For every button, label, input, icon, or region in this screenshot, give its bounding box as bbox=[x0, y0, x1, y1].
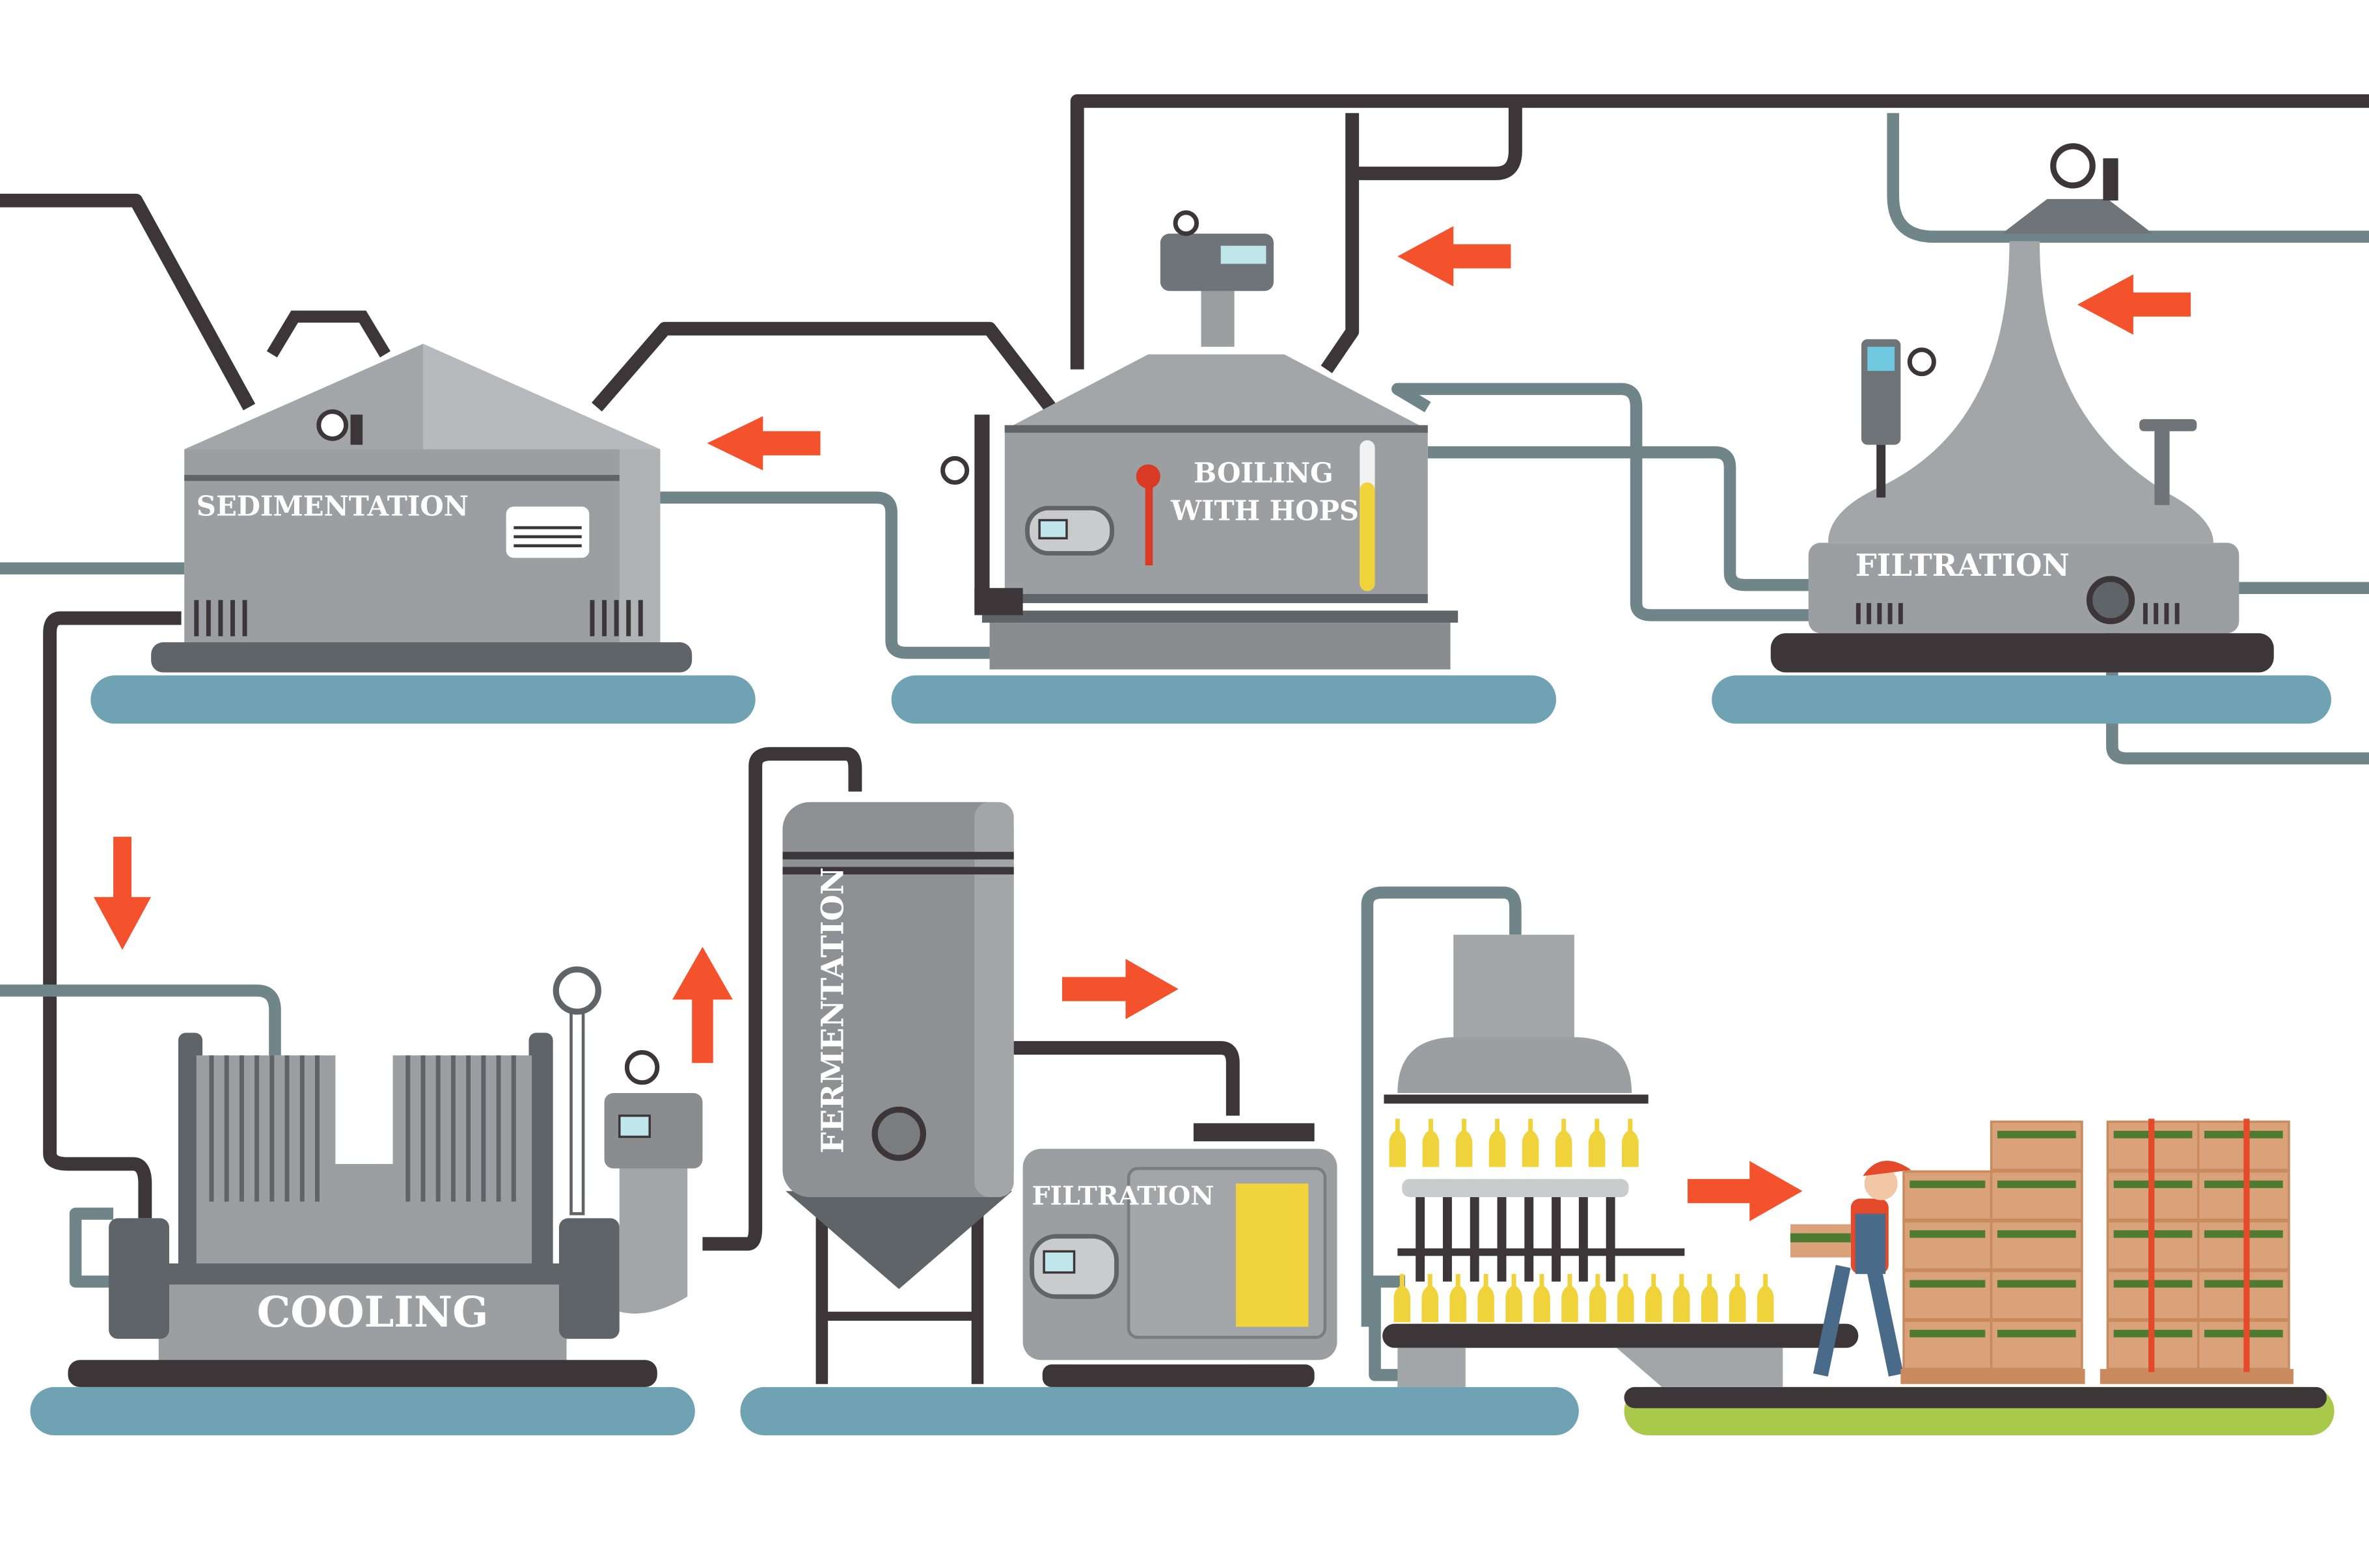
bottle-icon bbox=[1589, 1274, 1606, 1323]
stage-label-sedimentation: SEDIMENTATION bbox=[197, 491, 469, 522]
bottle-icon bbox=[1729, 1274, 1746, 1323]
crate-label bbox=[1997, 1280, 2076, 1288]
crate-icon bbox=[1990, 1170, 2083, 1221]
bottling-machine bbox=[1382, 934, 1859, 1387]
crate-icon bbox=[1902, 1220, 1993, 1271]
crate-icon bbox=[1902, 1319, 1993, 1370]
worker-icon bbox=[1790, 1161, 1911, 1377]
stage-label-boiling-line2: WITH HOPS bbox=[1170, 495, 1359, 527]
crate-icon bbox=[1902, 1269, 1993, 1321]
stage-label-cooling: COOLING bbox=[257, 1288, 489, 1337]
stage-label-boiling-line1: BOILING bbox=[1194, 457, 1334, 489]
pallets bbox=[1900, 1369, 2294, 1385]
bottle-icon bbox=[1533, 1274, 1550, 1323]
flow-arrows bbox=[93, 226, 2191, 1222]
bottle-icon bbox=[1393, 1274, 1411, 1323]
bottle-icon bbox=[1455, 1118, 1473, 1167]
straps bbox=[2148, 1118, 2250, 1372]
filtration-unit: FILTRATION bbox=[1022, 1123, 1337, 1387]
crate-icon bbox=[1990, 1269, 2083, 1321]
control-panel-icon bbox=[604, 1050, 703, 1169]
crate-label bbox=[1997, 1329, 2076, 1338]
arrow-left-icon bbox=[2077, 274, 2191, 335]
bottle-icon bbox=[1421, 1274, 1438, 1323]
crate-label bbox=[1910, 1180, 1986, 1189]
boiling-kettle: BOILING WITH HOPS bbox=[940, 210, 1458, 669]
bottle-icon bbox=[1505, 1274, 1522, 1323]
arrow-left-icon bbox=[1397, 226, 1511, 287]
stage-label-filtration-top: FILTRATION bbox=[1855, 547, 2070, 583]
bottle-row-bottom bbox=[1393, 1274, 1774, 1323]
bottle-icon bbox=[1389, 1118, 1406, 1167]
bottle-icon bbox=[1673, 1274, 1690, 1323]
arrow-down-icon bbox=[93, 837, 152, 950]
crate-icon bbox=[1990, 1220, 2083, 1271]
crate-icon bbox=[1902, 1170, 1993, 1221]
crate-label bbox=[1997, 1180, 2076, 1189]
filtration-tun: FILTRATION bbox=[1770, 143, 2274, 673]
thermometer-icon bbox=[1136, 464, 1160, 565]
arrow-right-icon bbox=[1688, 1161, 1803, 1222]
bottle-icon bbox=[1645, 1274, 1662, 1323]
dark-pipes bbox=[0, 94, 2369, 1251]
gauge-icon bbox=[940, 455, 970, 485]
crate-label bbox=[1997, 1230, 2076, 1238]
thermometer-icon bbox=[553, 966, 601, 1215]
light-pipes bbox=[0, 113, 2369, 1381]
bottle-icon bbox=[1488, 1118, 1506, 1167]
bottle-icon bbox=[1617, 1274, 1634, 1323]
cooling-unit: COOLING bbox=[68, 966, 703, 1387]
bottle-icon bbox=[1757, 1274, 1774, 1323]
arrow-right-icon bbox=[1061, 958, 1179, 1020]
crate-icon bbox=[1990, 1120, 2083, 1171]
bottle-icon bbox=[1588, 1118, 1606, 1167]
bottle-icon bbox=[1622, 1118, 1639, 1167]
arrow-left-icon bbox=[707, 416, 821, 470]
fermentation-tank: FERMENTATION bbox=[782, 802, 1014, 1385]
crate-icon bbox=[1990, 1319, 2083, 1370]
gauge-icon bbox=[316, 409, 363, 445]
gauge-icon bbox=[2050, 143, 2118, 201]
bottle-icon bbox=[1701, 1274, 1718, 1323]
crate-label bbox=[1910, 1329, 1986, 1338]
bottle-icon bbox=[1422, 1118, 1440, 1167]
bottle-icon bbox=[1477, 1274, 1494, 1323]
stage-label-filtration-bottom: FILTRATION bbox=[1032, 1182, 1214, 1211]
crate-label bbox=[1910, 1230, 1986, 1238]
bottle-icon bbox=[1522, 1118, 1539, 1167]
bottle-icon bbox=[1561, 1274, 1578, 1323]
platforms bbox=[30, 675, 2335, 1436]
control-panel-icon bbox=[1160, 210, 1274, 347]
crate-stacks bbox=[1902, 1120, 2290, 1370]
bottle-icon bbox=[1449, 1274, 1466, 1323]
crate-label bbox=[1910, 1280, 1986, 1288]
bottle-icon bbox=[1555, 1118, 1572, 1167]
bottle-row-top bbox=[1389, 1118, 1639, 1167]
stage-label-fermentation: FERMENTATION bbox=[814, 867, 850, 1154]
control-panel-icon bbox=[1861, 339, 1936, 498]
arrow-up-icon bbox=[672, 947, 733, 1063]
crate-label bbox=[1997, 1130, 2076, 1139]
